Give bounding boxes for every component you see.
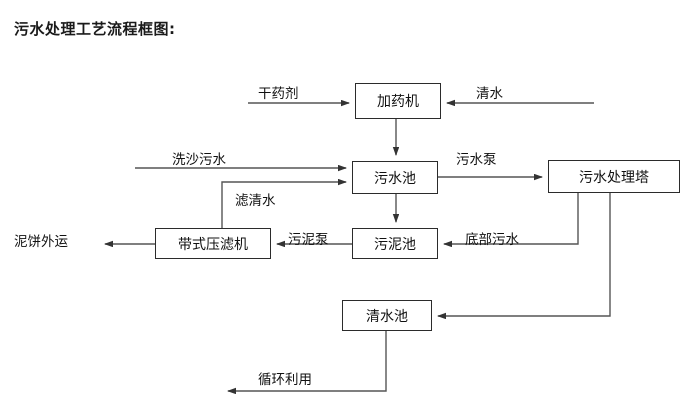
edge-label-sand-wash-sewage: 洗沙污水 — [172, 152, 226, 168]
edge-label-recycle-reuse: 循环利用 — [258, 372, 312, 388]
node-wastewater-pool[interactable]: 污水池 — [352, 161, 438, 194]
page-title: 污水处理工艺流程框图: — [14, 20, 176, 38]
edge-tower-bottom-sewage-to-sludge-pool — [443, 193, 579, 248]
node-sludge-pool-label: 污泥池 — [374, 236, 416, 253]
edge-filtrate-to-wastewater-pool — [221, 178, 347, 228]
edge-label-bottom-sewage: 底部污水 — [465, 232, 519, 248]
terminal-label-mud-cake-out: 泥饼外运 — [14, 234, 68, 250]
edge-tower-to-clear-water-pool — [437, 193, 611, 320]
node-belt-filter-press[interactable]: 带式压滤机 — [155, 228, 271, 259]
node-dosing-machine-label: 加药机 — [377, 94, 419, 110]
edge-label-filtrate-clear-water: 滤清水 — [235, 193, 276, 209]
edge-label-dry-chemical: 干药剂 — [258, 86, 299, 102]
edge-label-sludge-pump: 污泥泵 — [288, 232, 329, 248]
node-clear-water-pool-label: 清水池 — [366, 308, 408, 325]
node-treatment-tower[interactable]: 污水处理塔 — [548, 160, 680, 193]
edge-clear-water-pool-to-recycle — [227, 331, 387, 395]
node-treatment-tower-label: 污水处理塔 — [579, 169, 649, 186]
node-dosing-machine[interactable]: 加药机 — [355, 83, 441, 119]
node-clear-water-pool[interactable]: 清水池 — [342, 300, 432, 331]
node-wastewater-pool-label: 污水池 — [374, 170, 416, 187]
node-sludge-pool[interactable]: 污泥池 — [352, 228, 438, 259]
edge-label-sewage-pump: 污水泵 — [456, 152, 497, 168]
edge-label-clean-water: 清水 — [476, 86, 503, 102]
node-belt-filter-press-label: 带式压滤机 — [178, 236, 248, 253]
